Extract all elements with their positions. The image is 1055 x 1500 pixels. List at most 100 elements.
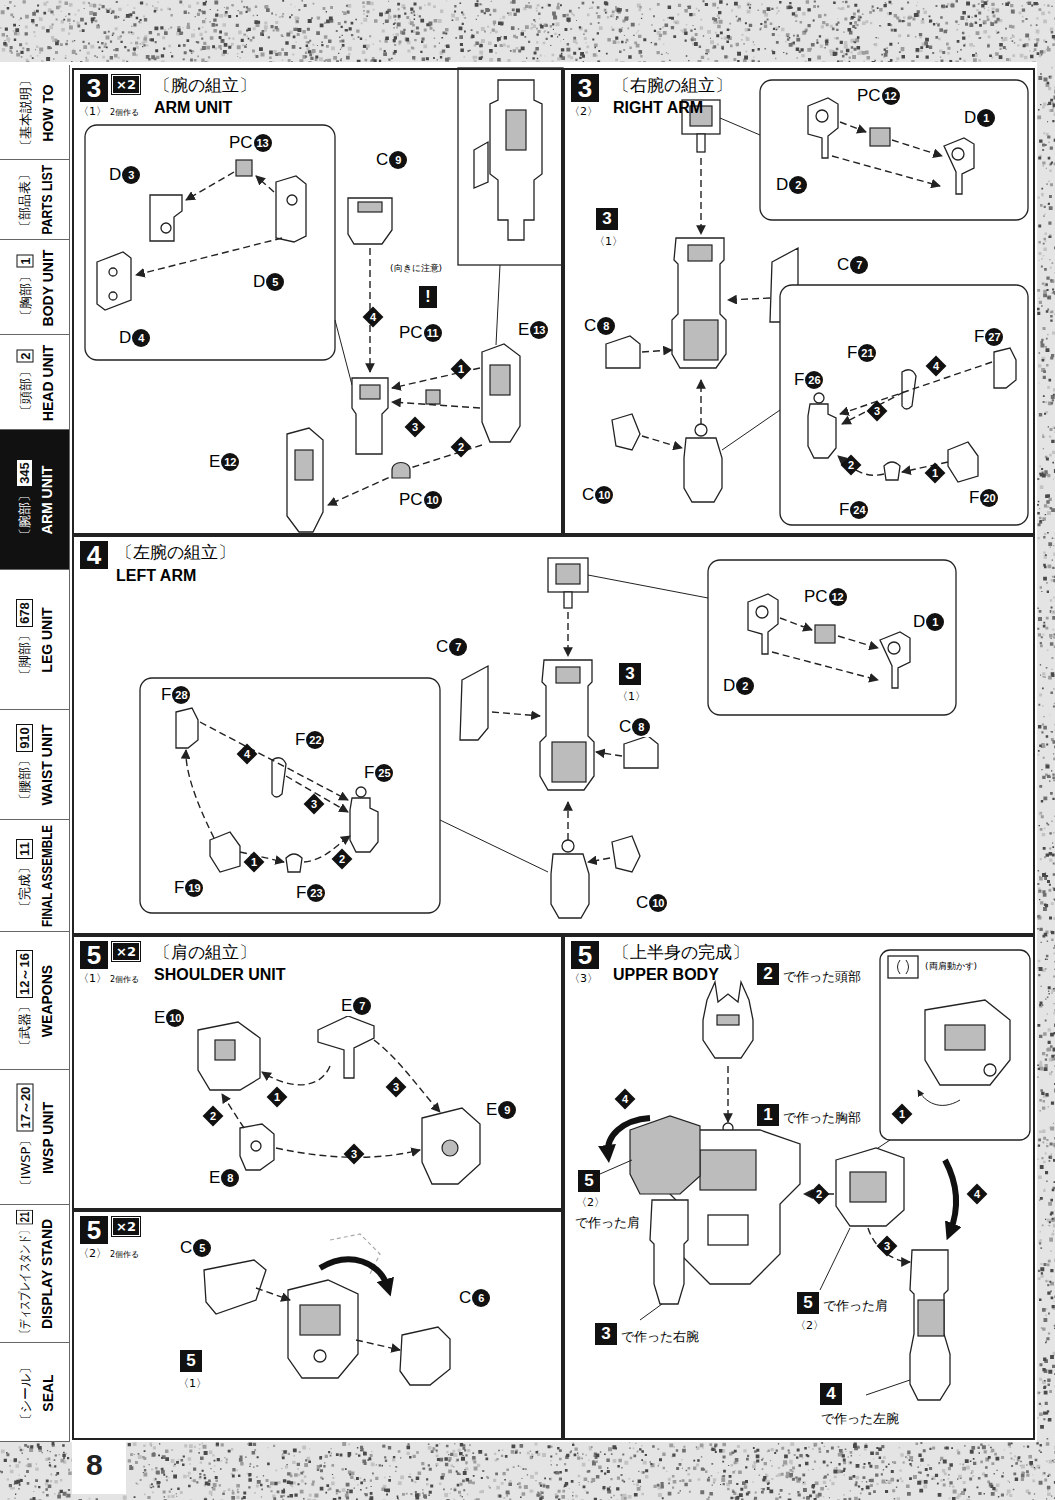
step-number: 910 (16, 724, 33, 752)
tab-label-group: 〔基本説明〕HOW TO (0, 65, 70, 160)
callout-number: 3 (406, 418, 424, 436)
tab-row: 〔IWSP〕17～20 (15, 1083, 34, 1192)
part-label: D3 (108, 165, 141, 185)
part-number-circle: 27 (985, 328, 1003, 346)
part-number-circle: 2 (789, 176, 807, 194)
left-arm-drawing (186, 750, 214, 838)
arm-unit-drawing (287, 195, 297, 205)
tab-label-group: 〔完成〕11FINAL ASSEMBLE (0, 820, 70, 932)
step-title: UPPER BODY (613, 966, 719, 984)
right-arm-drawing (722, 410, 780, 450)
left-arm-drawing (350, 798, 378, 852)
left-arm-drawing (286, 854, 302, 872)
arm-unit-drawing (392, 463, 410, 479)
step-note: 2個作る (110, 1249, 139, 1260)
step-number: 11 (16, 839, 33, 859)
tab-english: HOW TO (39, 84, 55, 141)
arm-unit-drawing (256, 176, 274, 192)
tab-row: 〔武器〕12～16 (15, 950, 34, 1052)
caption: で作った頭部 (782, 968, 862, 986)
step-number: 21 (16, 1210, 33, 1225)
part-label: C8 (618, 717, 651, 737)
step-note: 〈3〉 (569, 971, 598, 986)
caption: で作った肩 (574, 1214, 641, 1232)
right-arm-drawing (944, 138, 974, 194)
right-arm-drawing (808, 98, 838, 158)
part-label: PC12 (803, 587, 848, 607)
part-label: F26 (793, 370, 824, 390)
upper-body-drawing (898, 960, 909, 974)
tab-japanese: 〔シール〕 (17, 1360, 32, 1425)
tab-row: HOW TO (38, 84, 56, 141)
part-number-circle: 11 (424, 324, 442, 342)
hand-part (695, 424, 707, 436)
part-number-circle: 10 (166, 1009, 184, 1027)
hand-part (551, 840, 589, 918)
upper-body-drawing (836, 1148, 904, 1226)
index-tab: 〔基本説明〕HOW TO (0, 65, 70, 160)
callout-number: 1 (452, 360, 470, 378)
tab-row: 〔胸部〕1 (15, 254, 34, 321)
part-number-circle: 10 (424, 491, 442, 509)
left-arm-drawing (176, 708, 198, 748)
shoulder-armor-drawing (356, 1340, 400, 1350)
hand-part (684, 424, 722, 502)
right-arm-drawing (606, 80, 1028, 525)
index-tab: 〔胸部〕1BODY UNIT (0, 240, 70, 335)
tab-japanese: 〔脚部〕 (17, 629, 32, 681)
callout-number: 2 (842, 456, 860, 474)
arm-unit-drawing (109, 292, 117, 300)
right-arm-drawing (612, 414, 640, 450)
shoulder-unit-drawing (251, 1141, 261, 1151)
arm-unit-drawing (150, 195, 182, 241)
arm-unit-drawing (97, 252, 131, 310)
right-arm-drawing (892, 140, 942, 156)
part-number-circle: 25 (375, 764, 393, 782)
left-arm-drawing (624, 736, 658, 768)
step-title: 〔右腕の組立〕 (613, 74, 732, 97)
part-number-circle: 28 (172, 686, 190, 704)
shoulder-unit-drawing (422, 1108, 480, 1184)
upper-body-drawing (650, 1200, 688, 1304)
step-panel: 5×2〈1〉2個作る〔肩の組立〕SHOULDER UNIT (72, 935, 563, 1210)
tab-row: WEAPONS (38, 965, 56, 1037)
step-number: 678 (16, 599, 33, 627)
index-tab: 〔脚部〕678LEG UNIT (0, 570, 70, 710)
tab-row: 〔腰部〕910 (15, 724, 34, 806)
step-panel: 5×2〈2〉2個作る (72, 1210, 563, 1440)
granite-background (72, 1442, 126, 1494)
left-arm-drawing (596, 752, 622, 756)
part-number-circle: 1 (977, 109, 995, 127)
arm-unit-drawing (392, 402, 480, 408)
index-tab: 〔腰部〕910WAIST UNIT (0, 710, 70, 820)
arm-unit-drawing (369, 248, 370, 372)
upper-body-drawing (700, 1150, 756, 1190)
shoulder-unit-drawing (318, 1016, 374, 1078)
step-number: 17～20 (16, 1083, 33, 1131)
step-reference: 4 (820, 1383, 842, 1405)
tab-label-group: 〔腰部〕910WAIST UNIT (0, 710, 70, 820)
tab-row: ARM UNIT (38, 466, 56, 534)
sub-step: 〈1〉 (617, 689, 646, 704)
right-arm-drawing (700, 380, 701, 425)
caption: で作った胸部 (782, 1109, 862, 1127)
callout-number: 3 (387, 1078, 405, 1096)
note: (両肩動かす) (925, 960, 977, 973)
upper-body-drawing (888, 956, 918, 978)
upper-body-drawing (703, 982, 753, 1058)
part-number-circle: 12 (829, 588, 847, 606)
tab-label-group: 〔頭部〕2HEAD UNIT (0, 335, 70, 430)
tab-english: WEAPONS (39, 965, 55, 1037)
arm-part (556, 667, 580, 683)
part-number-circle: 19 (185, 879, 203, 897)
sub-step: 〈1〉 (594, 234, 623, 249)
part-label: D1 (963, 108, 996, 128)
callout-number: 3 (345, 1145, 363, 1163)
part-label: PC13 (228, 133, 273, 153)
upper-body-drawing (600, 950, 1030, 1400)
step-number: 345 (16, 459, 33, 487)
